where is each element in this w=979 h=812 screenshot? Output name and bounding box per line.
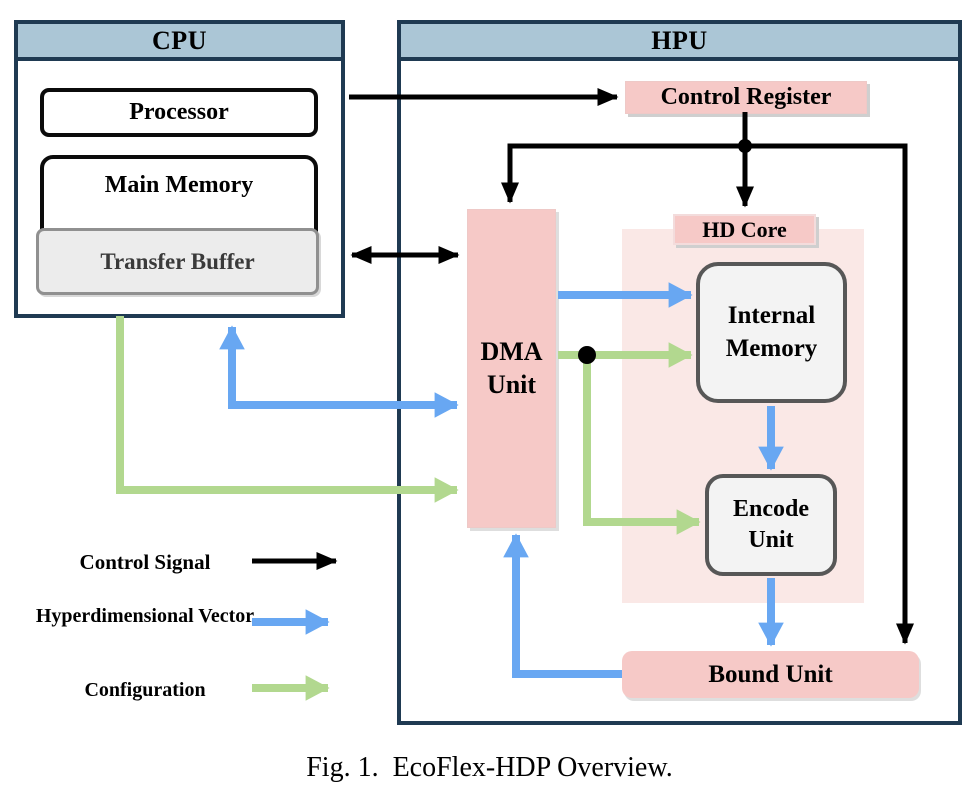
bound-unit-block: Bound Unit	[622, 651, 919, 698]
hd-core-label-block: HD Core	[673, 214, 816, 245]
control-register-label: Control Register	[660, 84, 832, 110]
internal-memory-block: Internal Memory	[696, 262, 847, 403]
internal-memory-label: Internal Memory	[725, 302, 818, 362]
figure-caption: Fig. 1. EcoFlex-HDP Overview.	[306, 752, 673, 783]
dma-unit-label: DMA Unit	[480, 337, 543, 399]
bound-unit-label: Bound Unit	[708, 660, 833, 688]
hpu-title: HPU	[651, 25, 708, 55]
transfer-buffer-label: Transfer Buffer	[100, 248, 255, 274]
dma-unit-block: DMA Unit	[467, 209, 556, 528]
transfer-buffer-block: Transfer Buffer	[36, 228, 319, 295]
control-register-block: Control Register	[625, 81, 867, 114]
legend-hyperdimensional-vector-label: Hyperdimensional Vector	[35, 605, 255, 627]
legend-configuration-label: Configuration	[84, 679, 206, 701]
legend-control-signal-label: Control Signal	[79, 550, 211, 574]
hpu-header: HPU	[401, 24, 958, 61]
hd-core-label: HD Core	[702, 216, 787, 242]
cpu-header: CPU	[18, 24, 341, 61]
main-memory-label: Main Memory	[104, 172, 254, 198]
processor-label: Processor	[129, 99, 229, 125]
encode-unit-block: Encode Unit	[705, 474, 837, 576]
encode-unit-label: Encode Unit	[732, 495, 809, 553]
cpu-title: CPU	[152, 25, 207, 55]
processor-block: Processor	[40, 88, 318, 137]
